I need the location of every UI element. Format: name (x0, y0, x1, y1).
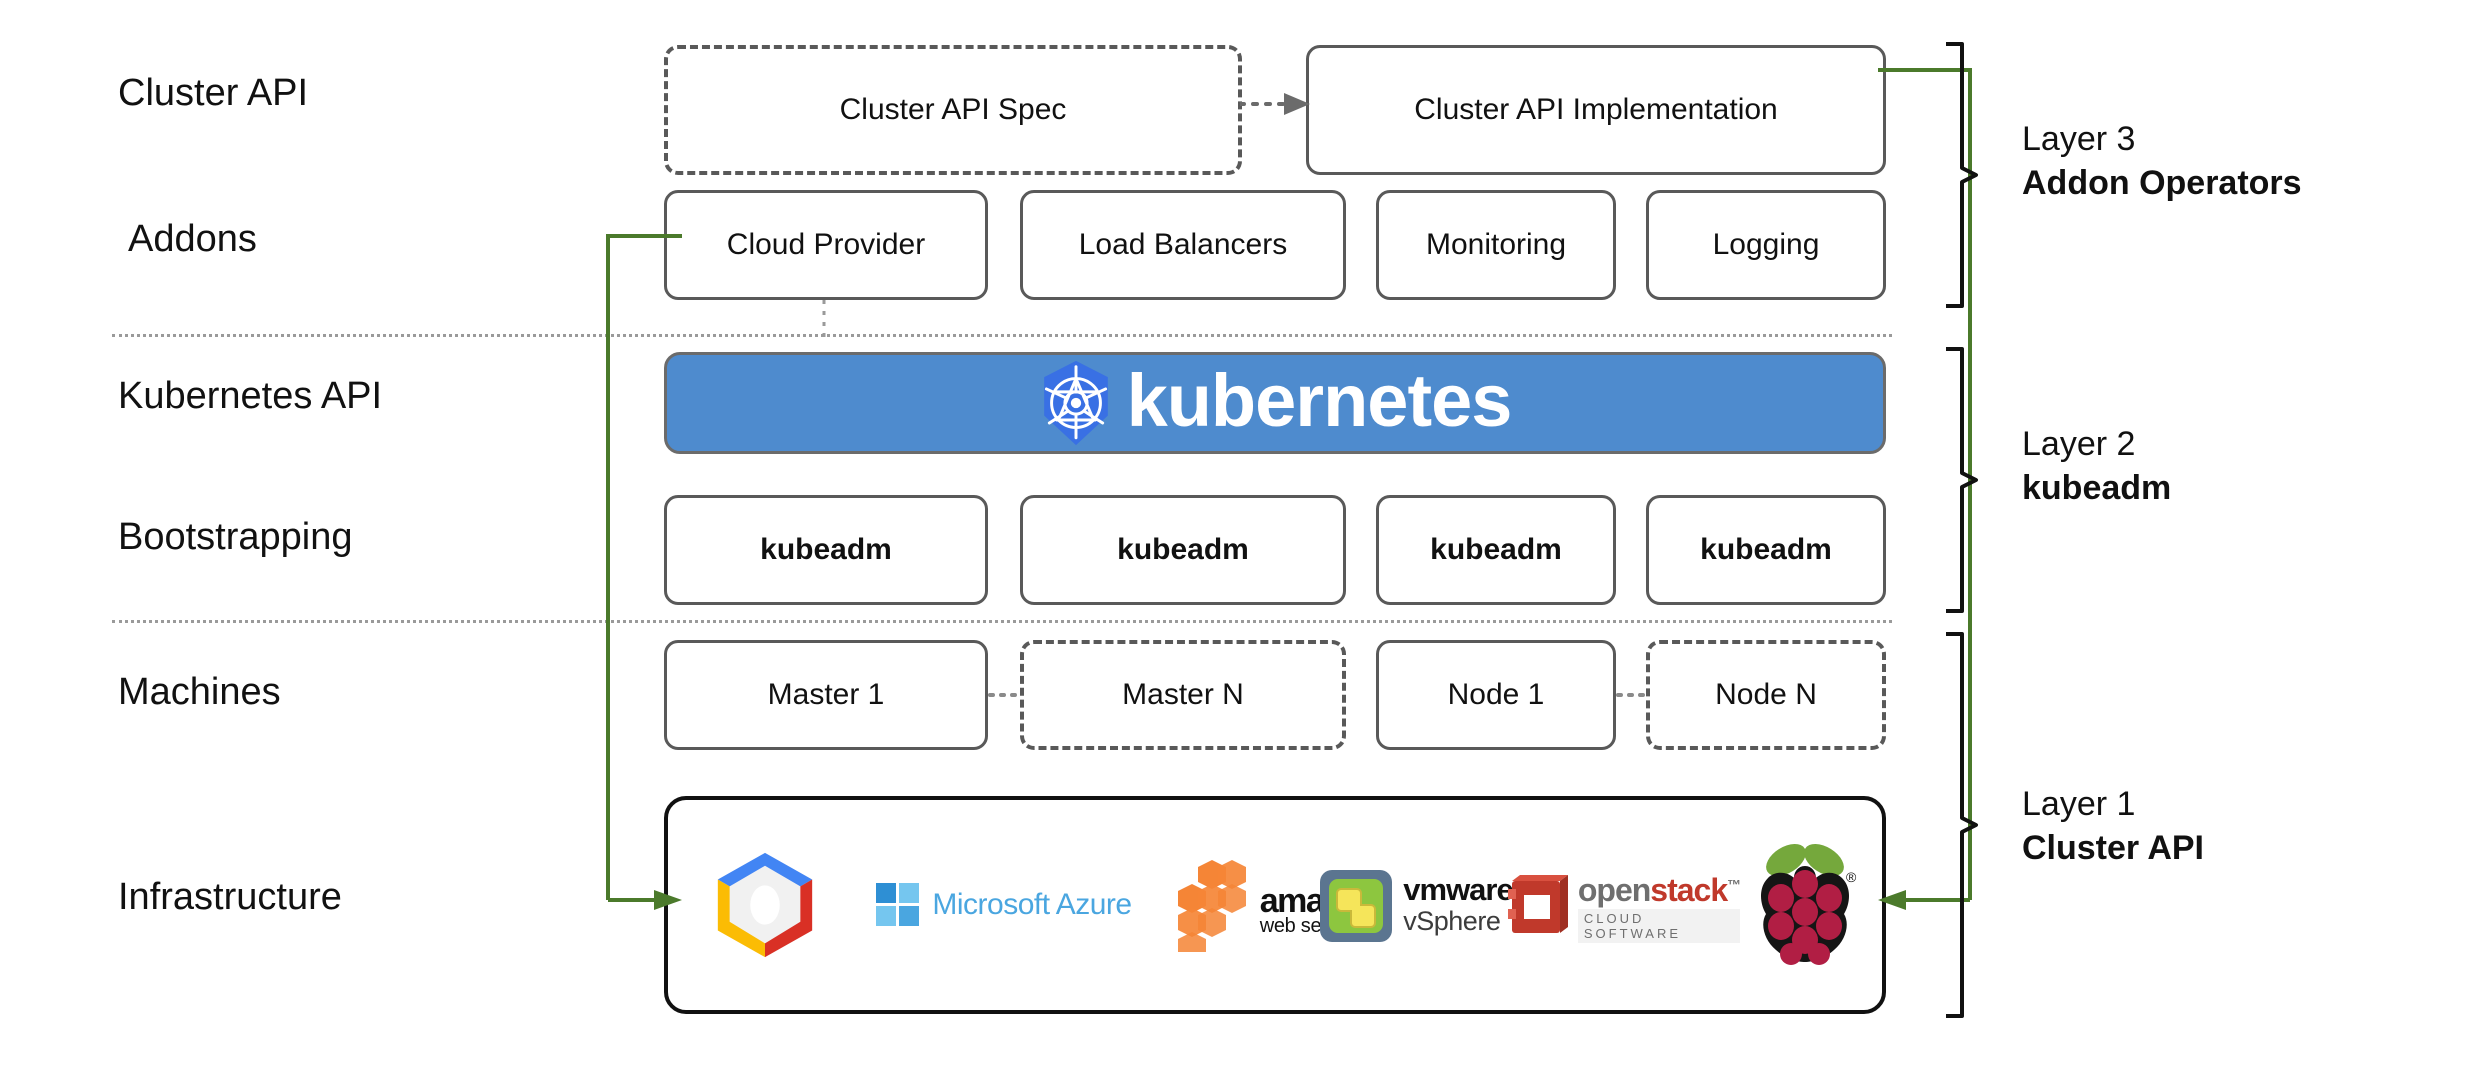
layer-name: Cluster API (2022, 828, 2205, 867)
box-node-1[interactable]: Node 1 (1376, 640, 1616, 750)
layer-label-2: Layer 2 kubeadm (2022, 423, 2171, 510)
box-label: Cluster API Implementation (1414, 93, 1778, 126)
box-label: kubeadm (1117, 533, 1249, 566)
box-label: Node 1 (1447, 678, 1545, 711)
kubernetes-helm-wheel-icon (1043, 360, 1108, 446)
layer-label-3: Layer 3 Addon Operators (2022, 118, 2302, 205)
openstack-stack-text: stack (1650, 871, 1728, 908)
box-cloud-provider[interactable]: Cloud Provider (664, 190, 988, 300)
openstack-subtext: CLOUD SOFTWARE (1577, 908, 1741, 943)
row-label-cluster-api: Cluster API (118, 72, 309, 114)
layer-name: kubeadm (2022, 468, 2172, 507)
microsoft-azure-logo: Microsoft Azure (848, 870, 1158, 940)
dotted-link-node1-nodeN (1616, 693, 1648, 697)
box-cluster-api-implementation[interactable]: Cluster API Implementation (1306, 45, 1886, 175)
box-cluster-api-spec[interactable]: Cluster API Spec (664, 45, 1242, 175)
layer-number: Layer 3 (2022, 120, 2136, 158)
box-label: Logging (1712, 228, 1820, 261)
box-label: Master 1 (767, 678, 885, 711)
box-kubeadm-1[interactable]: kubeadm (664, 495, 988, 605)
box-label: Master N (1122, 678, 1244, 711)
box-master-1[interactable]: Master 1 (664, 640, 988, 750)
layer-number: Layer 2 (2022, 425, 2136, 463)
layer-divider-lower (112, 620, 1892, 623)
box-kubeadm-2[interactable]: kubeadm (1020, 495, 1346, 605)
layer-bracket-2 (1946, 347, 1978, 613)
dotted-link-master1-masterN (988, 693, 1020, 697)
box-monitoring[interactable]: Monitoring (1376, 190, 1616, 300)
openstack-logo: openstack™ CLOUD SOFTWARE (1507, 862, 1741, 954)
row-label-infrastructure: Infrastructure (118, 876, 342, 918)
row-label-addons: Addons (128, 218, 257, 260)
kubernetes-wordmark: kubernetes (1126, 359, 1513, 442)
green-arrow-cloud-provider-to-infrastructure (606, 234, 682, 910)
box-load-balancers[interactable]: Load Balancers (1020, 190, 1346, 300)
kubernetes-banner: kubernetes (664, 352, 1886, 454)
box-kubeadm-4[interactable]: kubeadm (1646, 495, 1886, 605)
box-label: Cluster API Spec (839, 93, 1067, 126)
green-arrow-implementation-to-infrastructure (1878, 68, 1972, 910)
box-logging[interactable]: Logging (1646, 190, 1886, 300)
vmware-wordmark: vmware (1403, 872, 1513, 908)
box-node-n[interactable]: Node N (1646, 640, 1886, 750)
box-kubeadm-3[interactable]: kubeadm (1376, 495, 1616, 605)
box-master-n[interactable]: Master N (1020, 640, 1346, 750)
layer-bracket-3 (1946, 42, 1978, 308)
openstack-wordmark: openstack™ (1577, 871, 1741, 908)
infrastructure-panel (664, 796, 1886, 1014)
box-label: Cloud Provider (726, 228, 926, 261)
layer-label-1: Layer 1 Cluster API (2022, 783, 2204, 870)
box-label: kubeadm (1700, 533, 1832, 566)
google-cloud-platform-logo (700, 845, 830, 965)
dotted-arrow-spec-to-implementation (1240, 93, 1310, 115)
raspberry-pi-logo: ® (1740, 838, 1870, 974)
dotted-stem-cloud-provider (822, 300, 826, 342)
row-label-machines: Machines (118, 671, 281, 713)
row-label-bootstrapping: Bootstrapping (118, 516, 353, 558)
box-label: kubeadm (1430, 533, 1562, 566)
box-label: Node N (1715, 678, 1817, 711)
layer-number: Layer 1 (2022, 785, 2136, 823)
azure-wordmark: Microsoft Azure (932, 888, 1132, 921)
openstack-open-text: open (1577, 871, 1651, 908)
layer-name: Addon Operators (2022, 163, 2302, 202)
box-label: Load Balancers (1078, 228, 1288, 261)
box-label: kubeadm (760, 533, 892, 566)
svg-text:®: ® (1846, 869, 1857, 885)
vmware-vsphere-logo: vmware vSphere (1300, 858, 1532, 954)
row-label-kubernetes-api: Kubernetes API (118, 375, 383, 417)
layer-bracket-1 (1946, 632, 1978, 1018)
layer-divider-upper (112, 334, 1892, 337)
box-label: Monitoring (1425, 228, 1567, 261)
vsphere-subtext: vSphere (1403, 905, 1501, 936)
